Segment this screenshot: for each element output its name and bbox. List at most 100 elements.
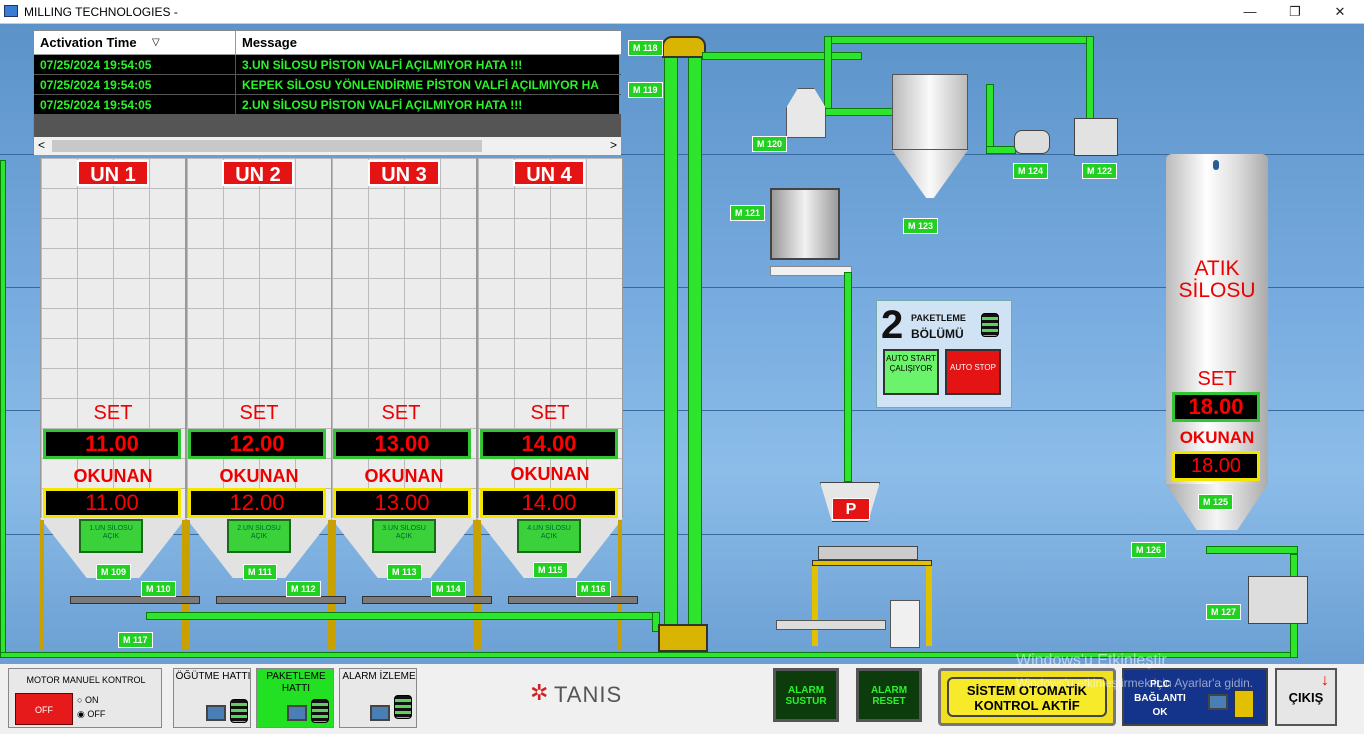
alarm-row[interactable]: 07/25/2024 19:54:05 2.UN SİLOSU PİSTON V…: [34, 95, 621, 115]
top-pipe: [824, 36, 1094, 44]
packing-bag: [890, 600, 920, 648]
riser-pipe: [824, 36, 832, 116]
silo-label-un4: UN 4: [513, 160, 585, 186]
motor-tag-m115[interactable]: M 115: [533, 562, 568, 578]
cyclone-inlet-pipe: [824, 108, 894, 116]
alarm-time: 07/25/2024 19:54:05: [34, 75, 236, 95]
plc-connection-panel: PLC BAĞLANTI OK: [1122, 668, 1268, 726]
barrel-icon: [394, 695, 412, 719]
motor-tag-m126[interactable]: M 126: [1131, 542, 1167, 558]
filter-outlet-pipe: [986, 84, 994, 154]
tanis-logo-icon: ✲: [530, 680, 549, 705]
motor-tag-m119[interactable]: M 119: [628, 82, 663, 98]
motor-tag-m117[interactable]: M 117: [118, 632, 153, 648]
motor-tag-m121[interactable]: M 121: [730, 205, 766, 221]
alarm-message: 3.UN SİLOSU PİSTON VALFİ AÇILMIYOR HATA …: [242, 58, 523, 72]
cikis-button[interactable]: ↓ ÇIKIŞ: [1275, 668, 1337, 726]
silo-label-un2: UN 2: [222, 160, 294, 186]
packing-conveyor: [776, 620, 886, 630]
set-label: SET: [530, 402, 570, 424]
alarm-row[interactable]: 07/25/2024 19:54:05 3.UN SİLOSU PİSTON V…: [34, 55, 621, 75]
horizontal-scrollbar[interactable]: < >: [34, 137, 621, 155]
packing-screw: [818, 546, 918, 560]
main-fan: [1074, 118, 1118, 156]
screw-feeder-3: [362, 596, 492, 604]
alarm-message: 2.UN SİLOSU PİSTON VALFİ AÇILMIYOR HATA …: [242, 98, 523, 112]
scroll-left-icon[interactable]: <: [38, 138, 46, 152]
okunan-label: OKUNAN: [510, 464, 590, 484]
set-label: SET: [93, 402, 133, 424]
minimize-button[interactable]: —: [1243, 4, 1257, 19]
ogutme-hatti-button[interactable]: ÖĞÜTME HATTI: [173, 668, 251, 728]
atik-level-indicator: [1213, 160, 1219, 170]
set-label: SET: [381, 402, 421, 424]
sistem-otomatik-panel: SİSTEM OTOMATİK KONTROL AKTİF: [938, 668, 1116, 726]
silo-un2: [186, 158, 332, 518]
motor-tag-m125[interactable]: M 125: [1198, 494, 1234, 510]
alarm-row[interactable]: 07/25/2024 19:54:05 KEPEK SİLOSU YÖNLEND…: [34, 75, 621, 95]
silo-1-open-button[interactable]: 1.UN SİLOSU AÇIK: [79, 519, 143, 553]
filter-connector: [986, 146, 1016, 154]
motor-manuel-label: MOTOR MANUEL KONTROL: [26, 675, 146, 685]
motor-tag-m120[interactable]: M 120: [752, 136, 788, 152]
set-label: SET: [239, 402, 279, 424]
motor-tag-m116[interactable]: M 116: [576, 581, 611, 597]
motor-tag-m110[interactable]: M 110: [141, 581, 176, 597]
close-button[interactable]: ✕: [1334, 4, 1346, 19]
alarm-sustur-button[interactable]: ALARM SUSTUR: [773, 668, 839, 722]
col-activation-time-label: Activation Time: [40, 35, 137, 50]
paketleme-hatti-button[interactable]: PAKETLEME HATTI: [256, 668, 334, 728]
motor-tag-m114[interactable]: M 114: [431, 581, 466, 597]
motor-tag-m113[interactable]: M 113: [387, 564, 422, 580]
packing-frame-leg: [926, 566, 932, 646]
motor-manuel-panel: MOTOR MANUEL KONTROL OFF ○ ON ◉ OFF: [8, 668, 162, 728]
alarm-row-empty: [34, 115, 621, 137]
packing-feed-pipe: [844, 272, 852, 482]
silo-un1: [40, 158, 186, 518]
left-pipe: [0, 160, 6, 658]
col-message[interactable]: Message: [242, 35, 297, 50]
atik-silo: [1166, 154, 1268, 484]
silo-2-open-button[interactable]: 2.UN SİLOSU AÇIK: [227, 519, 291, 553]
motor-tag-m122[interactable]: M 122: [1082, 163, 1118, 179]
barrel-icon: [981, 313, 999, 337]
plc-monitor-icon: [1208, 694, 1228, 710]
motor-tag-m118[interactable]: M 118: [628, 40, 663, 56]
motor-tag-m112[interactable]: M 112: [286, 581, 321, 597]
radio-on[interactable]: ○ ON: [77, 695, 99, 705]
packing-frame: [812, 560, 932, 566]
col-activation-time[interactable]: Activation Time▽: [34, 31, 236, 55]
alarm-izleme-button[interactable]: ALARM İZLEME: [339, 668, 417, 728]
motor-tag-m111[interactable]: M 111: [243, 564, 278, 580]
silo-label-un3: UN 3: [368, 160, 440, 186]
sistem-otomatik-label: SİSTEM OTOMATİK KONTROL AKTİF: [947, 677, 1107, 717]
motor-tag-m123[interactable]: M 123: [903, 218, 939, 234]
motor-off-button[interactable]: OFF: [15, 693, 73, 725]
motor-tag-m109[interactable]: M 109: [96, 564, 132, 580]
alarm-time: 07/25/2024 19:54:05: [34, 55, 236, 75]
okunan-value-display: 12.00: [188, 488, 326, 518]
scroll-right-icon[interactable]: >: [609, 138, 617, 152]
silo-3-open-button[interactable]: 3.UN SİLOSU AÇIK: [372, 519, 436, 553]
alarm-reset-button[interactable]: ALARM RESET: [856, 668, 922, 722]
activation-watermark-title: Windows'u Etkinleştir: [1016, 652, 1167, 669]
tanis-logo: TANIS: [554, 682, 623, 707]
silo-leg: [328, 520, 336, 650]
motor-tag-m127[interactable]: M 127: [1206, 604, 1242, 620]
okunan-label: OKUNAN: [73, 466, 153, 486]
okunan-label: OKUNAN: [219, 466, 299, 486]
set-value-display: 11.00: [43, 429, 181, 459]
atik-okunan-display: 18.00: [1172, 451, 1260, 481]
auto-stop-button[interactable]: AUTO STOP: [945, 349, 1001, 395]
plc-device-icon: [1234, 690, 1254, 718]
scroll-thumb[interactable]: [52, 140, 482, 152]
silo-4-open-button[interactable]: 4.UN SİLOSU AÇIK: [517, 519, 581, 553]
barrel-icon: [230, 699, 248, 723]
fan-riser-pipe: [1086, 36, 1094, 120]
set-value-display: 14.00: [480, 429, 618, 459]
radio-off[interactable]: ◉ OFF: [77, 709, 106, 719]
set-value-display: 12.00: [188, 429, 326, 459]
motor-tag-m124[interactable]: M 124: [1013, 163, 1049, 179]
restore-button[interactable]: ❐: [1289, 4, 1301, 19]
auto-start-button[interactable]: AUTO START ÇALIŞIYOR: [883, 349, 939, 395]
